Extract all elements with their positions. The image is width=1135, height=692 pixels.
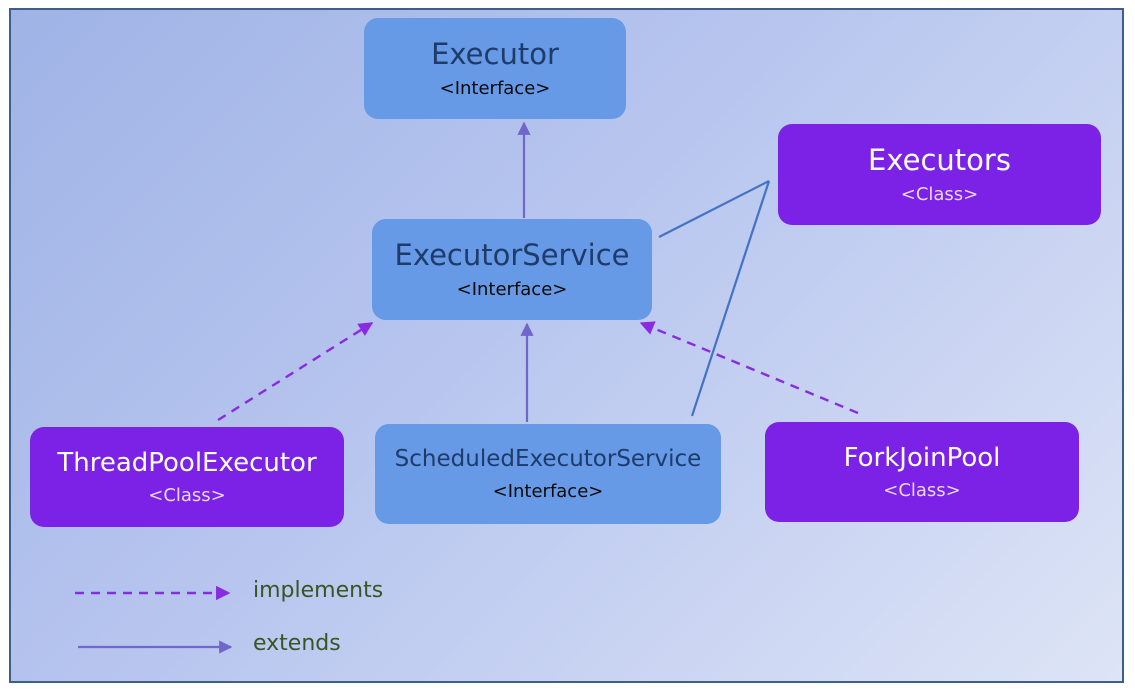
node-scheduled-executor-service-title: ScheduledExecutorService bbox=[394, 446, 702, 473]
node-executor-service-stereotype: <Interface> bbox=[456, 279, 568, 301]
node-executor-stereotype: <Interface> bbox=[439, 78, 551, 100]
node-thread-pool-executor: ThreadPoolExecutor <Class> bbox=[30, 427, 344, 527]
node-fork-join-pool-title: ForkJoinPool bbox=[843, 442, 1001, 473]
node-thread-pool-executor-title: ThreadPoolExecutor bbox=[57, 447, 317, 478]
legend-extends-label: extends bbox=[253, 631, 341, 656]
node-scheduled-executor-service: ScheduledExecutorService <Interface> bbox=[375, 424, 721, 524]
node-executors: Executors <Class> bbox=[778, 124, 1101, 225]
node-fork-join-pool-stereotype: <Class> bbox=[883, 480, 961, 502]
legend-implements-label: implements bbox=[253, 578, 384, 603]
node-executor-service-title: ExecutorService bbox=[394, 237, 630, 272]
node-scheduled-executor-service-stereotype: <Interface> bbox=[492, 480, 604, 502]
node-executor-title: Executor bbox=[431, 36, 559, 71]
node-executor-service: ExecutorService <Interface> bbox=[372, 219, 652, 320]
node-executors-title: Executors bbox=[868, 142, 1011, 177]
node-executors-stereotype: <Class> bbox=[900, 184, 979, 206]
node-executor: Executor <Interface> bbox=[364, 18, 626, 119]
diagram-canvas bbox=[9, 8, 1124, 683]
node-fork-join-pool: ForkJoinPool <Class> bbox=[765, 422, 1079, 522]
node-thread-pool-executor-stereotype: <Class> bbox=[148, 485, 226, 507]
